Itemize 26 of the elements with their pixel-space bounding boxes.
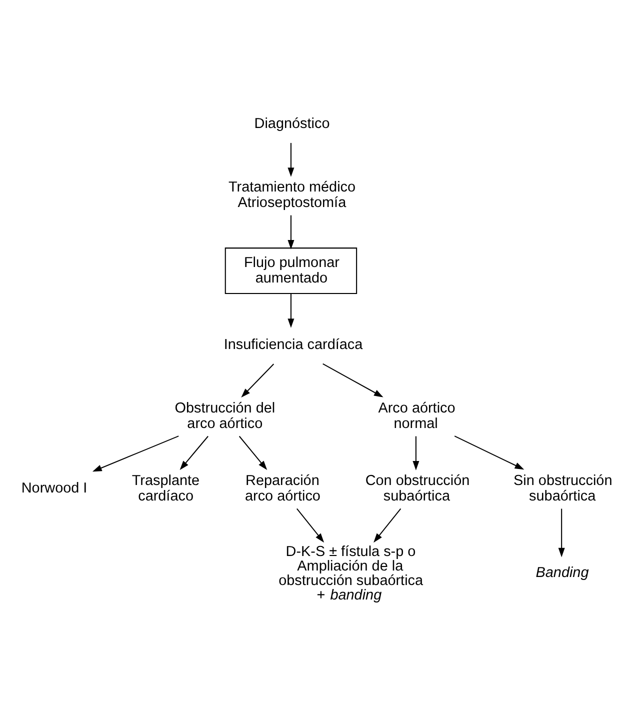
node-text: Arco aórtico normal: [378, 400, 455, 432]
arrow: [287, 293, 294, 328]
arrow: [240, 363, 274, 398]
arrow: [287, 214, 294, 249]
node-text: Obstrucción del arco aórtico: [174, 400, 275, 432]
node-text: Diagnóstico: [254, 115, 330, 132]
node-text: Banding: [535, 564, 588, 581]
arrow: [412, 436, 419, 470]
node-text: Con obstrucción subaórtica: [364, 472, 470, 504]
arrow: [373, 508, 401, 542]
node-box: Flujo pulmonar aumentado: [224, 247, 357, 294]
node-text: Trasplante cardíaco: [131, 472, 200, 504]
arrow: [454, 435, 524, 470]
arrow: [558, 508, 564, 557]
node-text: Sin obstrucción subaórtica: [513, 472, 612, 504]
arrow: [322, 362, 383, 397]
arrow: [92, 435, 178, 472]
node-text: D-K-S ± fístula s-p o Ampliación de la obstrucción subaórtica + banding: [278, 544, 423, 603]
arrow: [179, 435, 208, 470]
node-text: Norwood I: [20, 480, 87, 496]
node-text: Insuficiencia cardíaca: [223, 336, 362, 352]
node-text: Reparación arco aórtico: [244, 472, 320, 504]
arrow: [238, 435, 267, 470]
arrow: [296, 508, 324, 542]
node-text: Tratamiento médico Atrioseptostomía: [228, 178, 356, 210]
arrow: [287, 142, 294, 176]
